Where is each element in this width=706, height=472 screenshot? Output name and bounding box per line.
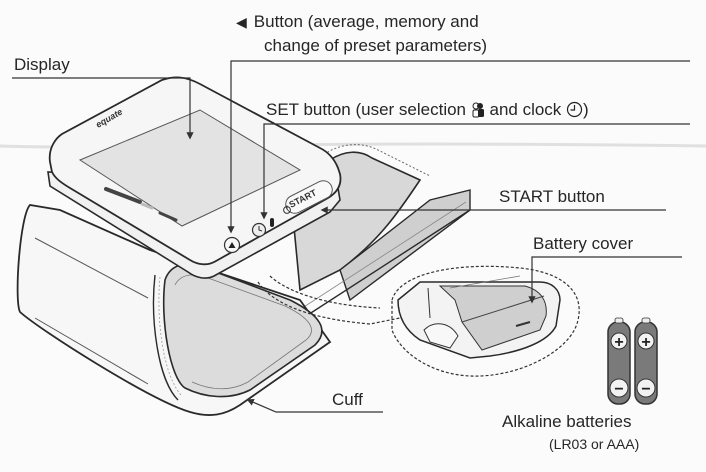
- label-set-button-prefix: SET button (user selection: [266, 100, 467, 119]
- label-arrow-button: ◀ Button (average, memory and: [236, 12, 479, 32]
- label-cuff: Cuff: [332, 390, 363, 409]
- label-battery-cover: Battery cover: [533, 234, 634, 253]
- battery-aaa-2: [634, 317, 658, 405]
- monitor-body: [47, 76, 342, 279]
- power-icon: [283, 205, 291, 214]
- label-start-button: START button: [499, 187, 605, 206]
- label-display: Display: [14, 55, 70, 74]
- clock-icon: [566, 101, 583, 118]
- label-arrow-button-line1: Button (average, memory and: [253, 12, 479, 31]
- label-battery-type: (LR03 or AAA): [549, 436, 640, 452]
- label-alkaline-batteries: Alkaline batteries: [502, 412, 632, 431]
- label-arrow-button-line2: change of preset parameters): [264, 36, 488, 55]
- label-set-button-suffix: ): [583, 100, 589, 119]
- arrow-left-icon: ◀: [236, 14, 247, 30]
- battery-minus-sign: −: [641, 381, 650, 398]
- battery-plus-sign: +: [641, 334, 650, 351]
- leader-lines: [12, 60, 690, 413]
- battery-compartment-inset: [391, 265, 580, 377]
- cuff-cylinder: [16, 204, 332, 416]
- battery-plus-sign: +: [614, 334, 623, 351]
- battery-aaa-1: [607, 317, 631, 405]
- label-set-button-middle: and clock: [489, 100, 562, 119]
- label-set-button: SET button (user selection and clock ): [266, 100, 589, 120]
- battery-minus-sign: −: [614, 381, 623, 398]
- user-icon: [472, 102, 484, 118]
